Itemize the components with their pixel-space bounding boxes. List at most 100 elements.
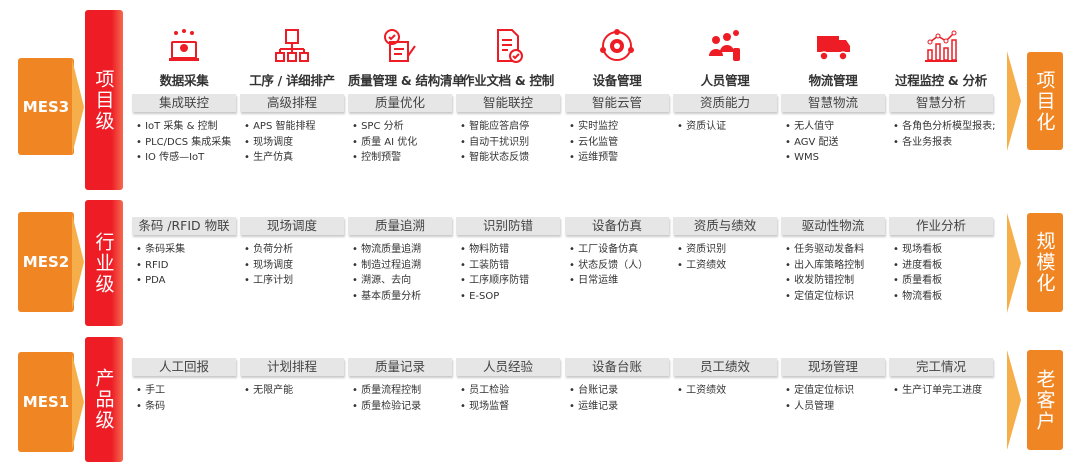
list-item: 质量看板 xyxy=(893,273,993,289)
list-item: 工序顺序防错 xyxy=(460,273,560,289)
list-item: 质量流程控制 xyxy=(352,383,452,399)
list-item: 物流看板 xyxy=(893,289,993,305)
capability-column: 质量追溯物流质量追溯制造过程追溯溯源、去向基本质量分析 xyxy=(348,217,452,304)
list-item: IoT 采集 & 控制 xyxy=(136,119,236,135)
list-item: 日常运维 xyxy=(569,273,669,289)
capability-pill: 智慧物流 xyxy=(781,94,885,112)
capability-column: 工序 / 详细排产高级排程APS 智能排程现场调度生产仿真 xyxy=(240,28,344,166)
document-check-icon xyxy=(456,28,560,64)
level-label: 行业级 xyxy=(85,200,123,326)
list-item: 实时监控 xyxy=(569,119,669,135)
list-item: 负荷分析 xyxy=(244,242,344,258)
level-label: 产品级 xyxy=(85,337,123,462)
capability-pill: 智慧分析 xyxy=(889,94,993,112)
capability-pill: 高级排程 xyxy=(240,94,344,112)
list-item: 云化监管 xyxy=(569,135,669,151)
list-item: 无人值守 xyxy=(785,119,885,135)
capability-pill: 计划排程 xyxy=(240,358,344,376)
list-item: 生产订单完工进度 xyxy=(893,383,993,399)
feature-list: IoT 采集 & 控制PLC/DCS 集成采集IO 传感—IoT xyxy=(132,119,236,166)
feature-list: 各角色分析模型报表;各业务报表 xyxy=(889,119,995,151)
capability-column: 完工情况生产订单完工进度 xyxy=(889,358,993,399)
list-item: WMS xyxy=(785,150,885,166)
capability-pill: 条码 /RFID 物联 xyxy=(132,217,236,235)
feature-list: 员工检验现场监督 xyxy=(456,383,560,414)
list-item: 物料防错 xyxy=(460,242,560,258)
list-item: 自动干扰识别 xyxy=(460,135,560,151)
capability-column: 作业分析现场看板进度看板质量看板物流看板 xyxy=(889,217,993,304)
capability-column: 员工绩效工资绩效 xyxy=(673,358,777,399)
level-label: 项目级 xyxy=(85,10,123,190)
truck-icon xyxy=(781,28,885,64)
list-item: 生产仿真 xyxy=(244,150,344,166)
list-item: 质量 AI 优化 xyxy=(352,135,452,151)
feature-list: 手工条码 xyxy=(132,383,236,414)
capability-column: 人员经验员工检验现场监督 xyxy=(456,358,560,414)
module-title: 质量管理 & 结构清单 xyxy=(348,73,465,88)
feature-list: 智能应答启停自动干扰识别智能状态反馈 xyxy=(456,119,560,166)
capability-column: 条码 /RFID 物联条码采集RFIDPDA xyxy=(132,217,236,289)
capability-pill: 设备台账 xyxy=(565,358,669,376)
feature-list: APS 智能排程现场调度生产仿真 xyxy=(240,119,344,166)
module-title: 人员管理 xyxy=(700,73,750,88)
list-item: 智能应答启停 xyxy=(460,119,560,135)
capability-column: 人员管理资质能力资质认证 xyxy=(673,28,777,135)
feature-list: 工资绩效 xyxy=(673,383,777,399)
list-item: 资质认证 xyxy=(677,119,777,135)
gear-cycle-icon xyxy=(565,28,669,64)
list-item: 员工检验 xyxy=(460,383,560,399)
capability-pill: 完工情况 xyxy=(889,358,993,376)
arrow-icon xyxy=(72,354,84,450)
outcome-label: 项目化 xyxy=(1027,52,1063,150)
capability-pill: 资质与绩效 xyxy=(673,217,777,235)
data-collection-icon xyxy=(132,28,236,64)
capability-pill: 集成联控 xyxy=(132,94,236,112)
feature-list: 资质识别工资绩效 xyxy=(673,242,777,273)
module-title: 物流管理 xyxy=(808,73,858,88)
list-item: 状态反馈（人） xyxy=(569,258,669,274)
arrow-icon xyxy=(1007,212,1021,313)
list-item: SPC 分析 xyxy=(352,119,452,135)
list-item: AGV 配送 xyxy=(785,135,885,151)
feature-list: 实时监控云化监管运维预警 xyxy=(565,119,669,166)
list-item: 工装防错 xyxy=(460,258,560,274)
list-item: 定值定位标识 xyxy=(785,383,885,399)
mes-version-box: MES3 xyxy=(18,58,74,155)
list-item: 现场监督 xyxy=(460,399,560,415)
feature-list: 物料防错工装防错工序顺序防错E-SOP xyxy=(456,242,560,304)
quality-checklist-icon xyxy=(348,28,452,64)
capability-pill: 现场管理 xyxy=(781,358,885,376)
outcome-label: 规模化 xyxy=(1027,213,1063,312)
list-item: 制造过程追溯 xyxy=(352,258,452,274)
capability-column: 驱动性物流任务驱动发备料出入库策略控制收发防错控制定值定位标识 xyxy=(781,217,885,304)
feature-list: 生产订单完工进度 xyxy=(889,383,993,399)
list-item: 条码 xyxy=(136,399,236,415)
list-item: 工序计划 xyxy=(244,273,344,289)
list-item: 手工 xyxy=(136,383,236,399)
mes-version-box: MES1 xyxy=(18,352,74,452)
capability-column: 识别防错物料防错工装防错工序顺序防错E-SOP xyxy=(456,217,560,304)
capability-column: 质量记录质量流程控制质量检验记录 xyxy=(348,358,452,414)
feature-list: 物流质量追溯制造过程追溯溯源、去向基本质量分析 xyxy=(348,242,452,304)
list-item: PLC/DCS 集成采集 xyxy=(136,135,236,151)
capability-pill: 质量优化 xyxy=(348,94,452,112)
list-item: APS 智能排程 xyxy=(244,119,344,135)
capability-column: 现场调度负荷分析现场调度工序计划 xyxy=(240,217,344,289)
module-title: 过程监控 & 分析 xyxy=(895,73,987,88)
arrow-icon xyxy=(72,58,84,155)
list-item: 工资绩效 xyxy=(677,258,777,274)
list-item: 质量检验记录 xyxy=(352,399,452,415)
feature-list: 工厂设备仿真状态反馈（人）日常运维 xyxy=(565,242,669,289)
feature-list: 质量流程控制质量检验记录 xyxy=(348,383,452,414)
list-item: 物流质量追溯 xyxy=(352,242,452,258)
capability-pill: 资质能力 xyxy=(673,94,777,112)
list-item: 控制预警 xyxy=(352,150,452,166)
list-item: 定值定位标识 xyxy=(785,289,885,305)
list-item: 各业务报表 xyxy=(893,135,993,151)
capability-pill: 人员经验 xyxy=(456,358,560,376)
list-item: 现场调度 xyxy=(244,258,344,274)
capability-column: 现场管理定值定位标识人员管理 xyxy=(781,358,885,414)
list-item: 任务驱动发备料 xyxy=(785,242,885,258)
module-title: 作业文档 & 控制 xyxy=(462,73,554,88)
